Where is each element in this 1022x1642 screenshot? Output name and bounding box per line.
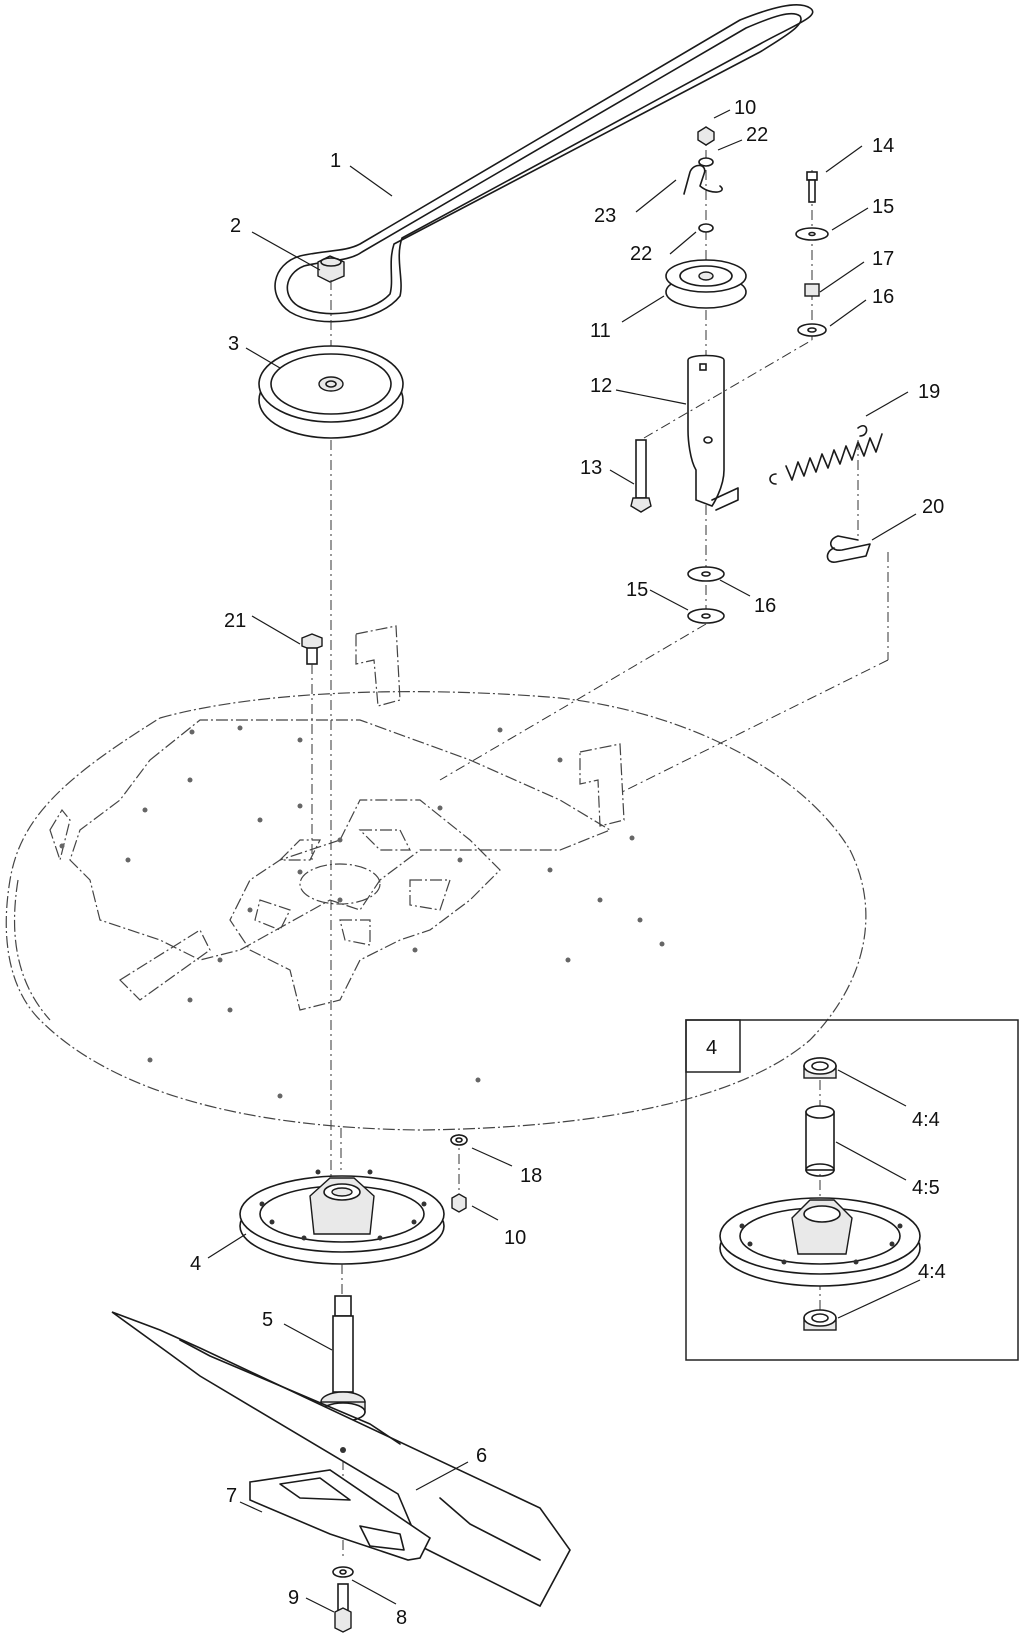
callout-18: 18 (520, 1165, 542, 1187)
arm-pivot-bolt (630, 439, 652, 513)
callout-9: 9 (288, 1587, 299, 1609)
inset-callout-4-5: 4:5 (912, 1177, 940, 1199)
centerline-washer-to-deck (439, 623, 707, 781)
inset-spacer-tube (805, 1105, 835, 1177)
idler-arm (687, 354, 739, 511)
callout-22-top: 22 (746, 124, 768, 146)
callout-leaders (207, 109, 917, 1613)
callout-19: 19 (918, 381, 940, 403)
centerline-arm-to-bolt (643, 339, 813, 439)
callout-6: 6 (476, 1445, 487, 1467)
callout-21: 21 (224, 610, 246, 632)
callout-5: 5 (262, 1309, 273, 1331)
callout-16-bottom: 16 (754, 595, 776, 617)
callout-20: 20 (922, 496, 944, 518)
idler-washer-upper (698, 157, 714, 167)
deck-holes (59, 725, 665, 1099)
inset-title: 4 (706, 1037, 717, 1059)
stop-bolt (806, 171, 818, 203)
callout-12: 12 (590, 375, 612, 397)
stop-washer-upper (795, 227, 829, 241)
pulley-nut (317, 255, 345, 283)
callout-1: 1 (330, 150, 341, 172)
tension-spring (769, 425, 883, 485)
blade-washer (332, 1566, 354, 1578)
callout-16-top: 16 (872, 286, 894, 308)
idler-pulley (665, 259, 747, 309)
belt-guide-hook (683, 164, 723, 195)
spindle-shaft (320, 1295, 366, 1422)
callout-10-top: 10 (734, 97, 756, 119)
mulching-plate (249, 1469, 432, 1561)
callout-11: 11 (590, 320, 611, 342)
callout-17: 17 (872, 248, 894, 270)
inset-detail-4: 4 (685, 1019, 1019, 1361)
callout-15-bottom: 15 (626, 579, 648, 601)
stop-washer-lower (797, 323, 827, 337)
arm-washer-upper (687, 566, 725, 582)
idler-nut (697, 126, 715, 146)
drive-belt (274, 4, 814, 323)
callout-10-bottom: 10 (504, 1227, 526, 1249)
callout-13: 13 (580, 457, 602, 479)
mower-deck (5, 625, 867, 1131)
blade-bolt (334, 1583, 352, 1633)
callout-15-top: 15 (872, 196, 894, 218)
centerline-hook-to-bracket (621, 659, 889, 793)
callout-3: 3 (228, 333, 239, 355)
callout-7: 7 (226, 1485, 237, 1507)
callout-4: 4 (190, 1253, 201, 1275)
spindle-housing (239, 1169, 445, 1265)
arm-washer-lower (687, 608, 725, 624)
callout-22-bottom: 22 (630, 243, 652, 265)
callout-23: 23 (594, 205, 616, 227)
drive-pulley (258, 345, 404, 439)
deck-bolt (301, 633, 323, 665)
deck-nut (451, 1193, 467, 1213)
cutting-blade (111, 1311, 571, 1608)
deck-washer (450, 1134, 468, 1146)
callout-2: 2 (230, 215, 241, 237)
callout-8: 8 (396, 1607, 407, 1629)
inset-callout-4-4-lower: 4:4 (918, 1261, 946, 1283)
inset-bearing-lower (803, 1309, 837, 1331)
callout-14: 14 (872, 135, 894, 157)
inset-bearing-upper (803, 1057, 837, 1079)
inset-spindle-housing (719, 1197, 921, 1287)
inset-callout-4-4-upper: 4:4 (912, 1109, 940, 1131)
idler-washer-lower (698, 223, 714, 233)
stop-spacer (804, 283, 820, 297)
spring-anchor-hook (826, 535, 871, 563)
